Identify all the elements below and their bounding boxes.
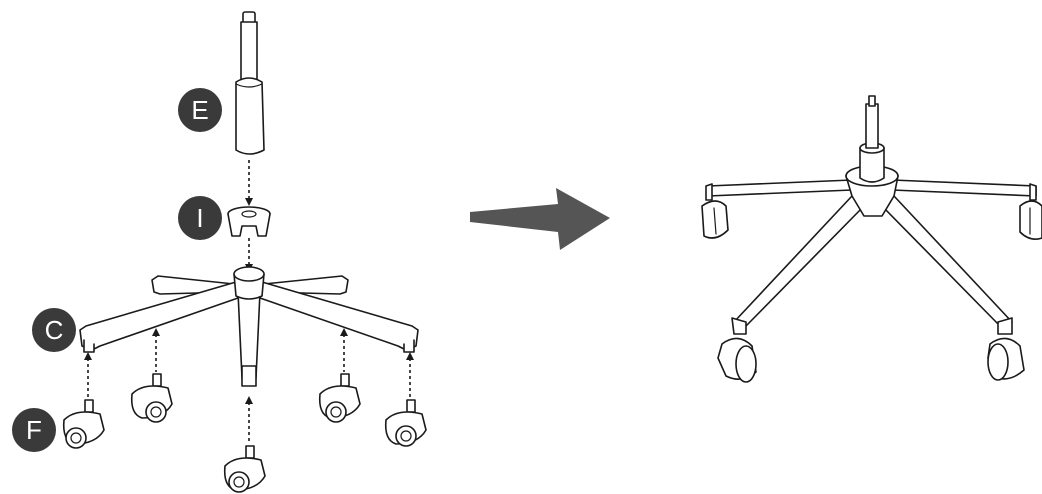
- base-cap: [228, 207, 270, 236]
- caster-wheel: [718, 338, 756, 382]
- right-arrow-icon: [470, 188, 610, 250]
- exploded-view: E I C F: [12, 12, 426, 492]
- caster-wheel: [225, 446, 265, 492]
- caster-wheel: [386, 400, 426, 446]
- assembled-view: [702, 96, 1042, 382]
- badge-cap: I: [178, 196, 222, 240]
- badge-base: C: [32, 308, 76, 352]
- caster-wheel: [320, 374, 360, 422]
- badge-label: E: [191, 95, 208, 125]
- caster-wheel: [988, 338, 1024, 380]
- caster-wheel: [1020, 201, 1042, 239]
- arrowhead: [245, 198, 253, 206]
- badge-label: C: [45, 315, 64, 345]
- badge-gas-lift: E: [178, 88, 222, 132]
- caster-wheel: [64, 400, 104, 448]
- five-star-base: [80, 267, 418, 386]
- caster-wheel: [132, 374, 172, 422]
- gas-lift-cylinder: [236, 12, 264, 154]
- caster-wheel: [702, 201, 728, 238]
- badge-label: F: [26, 415, 42, 445]
- badge-label: I: [196, 203, 203, 233]
- badge-casters: F: [12, 408, 56, 452]
